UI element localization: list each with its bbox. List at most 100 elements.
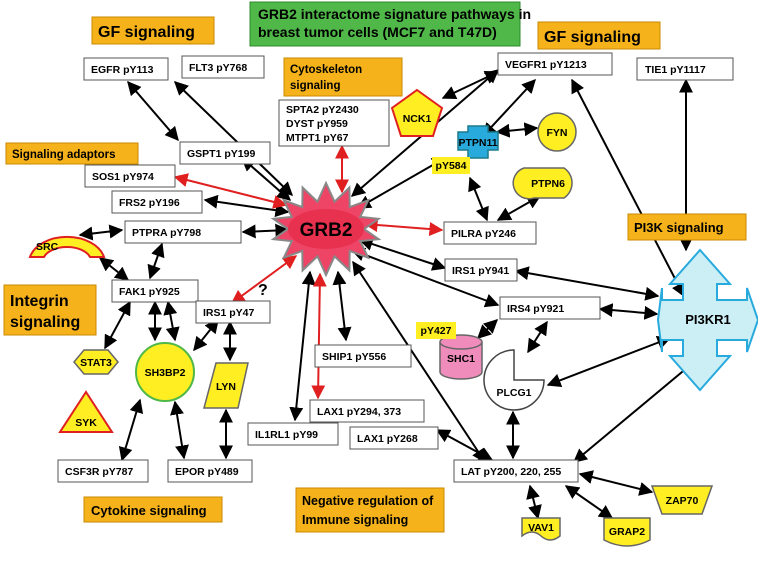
svg-text:SHC1: SHC1: [447, 353, 475, 365]
node-irs1-47: IRS1 pY47: [195, 300, 271, 324]
node-sos1: SOS1 pY974: [84, 164, 176, 188]
node-ptpn11: PTPN11 pY584: [432, 125, 499, 174]
node-sh3bp2: SH3BP2: [135, 342, 195, 402]
svg-text:GF signaling: GF signaling: [544, 29, 641, 46]
svg-text:VAV1: VAV1: [528, 522, 554, 534]
svg-text:VEGFR1 pY1213: VEGFR1 pY1213: [505, 59, 587, 71]
node-stat3: STAT3: [73, 349, 119, 375]
edge-lax1-grb2: [311, 272, 327, 400]
svg-text:LAX1 pY268: LAX1 pY268: [357, 433, 418, 445]
node-lax1-b: LAX1 pY268: [349, 426, 439, 450]
node-egfr: EGFR pY113: [83, 57, 169, 81]
node-grb2-hub: GRB2: [270, 180, 382, 278]
svg-text:EGFR pY113: EGFR pY113: [91, 64, 154, 76]
edge-sos1-grb2: [173, 173, 288, 209]
svg-text:SYK: SYK: [75, 417, 97, 429]
edge-ptpn11-pilra: [468, 176, 489, 222]
svg-text:Immune signaling: Immune signaling: [302, 513, 408, 527]
node-irs4: IRS4 pY921: [499, 296, 601, 320]
svg-text:PILRA pY246: PILRA pY246: [451, 228, 516, 240]
edge-lat-vav1: [526, 484, 542, 520]
svg-text:PI3KR1: PI3KR1: [685, 312, 731, 327]
node-cytoskeleton-proteins: SPTA2 pY2430 DYST pY959 MTPT1 pY67: [278, 99, 390, 147]
edge-irs4-plcg1: [527, 320, 548, 354]
node-il1rl1: IL1RL1 pY99: [247, 422, 339, 446]
node-grap2: GRAP2: [603, 517, 651, 547]
edge-fak1-sh3bp2b: [163, 300, 180, 342]
svg-text:FAK1 pY925: FAK1 pY925: [119, 286, 180, 298]
edge-src-ptpra: [78, 224, 124, 241]
node-src: SRC: [28, 235, 106, 258]
svg-text:FLT3 pY768: FLT3 pY768: [189, 62, 247, 74]
svg-text:STAT3: STAT3: [80, 357, 112, 369]
svg-text:pY427: pY427: [421, 325, 452, 337]
category-gf-left: GF signaling: [91, 16, 215, 45]
edge-src-fak1: [98, 257, 130, 281]
category-pi3k: PI3K signaling: [627, 213, 747, 241]
svg-text:signaling: signaling: [10, 314, 80, 331]
edge-irs4-shc1: [476, 319, 499, 339]
svg-text:SH3BP2: SH3BP2: [145, 367, 186, 379]
svg-text:Signaling adaptors: Signaling adaptors: [12, 149, 116, 161]
edge-ship1-grb2: [332, 270, 352, 342]
svg-text:IRS1 pY47: IRS1 pY47: [203, 307, 255, 319]
edge-ptpn11-grb2: [356, 157, 447, 209]
svg-text:Negative regulation of: Negative regulation of: [302, 494, 434, 508]
node-lat: LAT pY200, 220, 255: [453, 459, 579, 483]
svg-text:PTPN6: PTPN6: [531, 178, 565, 190]
node-ship1: SHIP1 pY556: [314, 344, 412, 368]
edge-lax1-lat: [435, 429, 494, 461]
edge-ptpn11-fyn: [495, 122, 539, 138]
edge-irs1-47-grb2: [230, 255, 298, 304]
node-fak1: FAK1 pY925: [111, 279, 199, 303]
edge-sh3bp2-epor: [170, 400, 189, 460]
node-nck1: NCK1: [390, 88, 444, 137]
edges: [78, 69, 708, 520]
title-line-2: breast tumor cells (MCF7 and T47D): [258, 24, 497, 40]
category-cytokine: Cytokine signaling: [83, 496, 223, 523]
category-cytoskeleton: Cytoskeleton signaling: [283, 57, 403, 97]
edge-fak1-stat3: [104, 300, 131, 350]
diagram-title: GRB2 interactome signature pathways in b…: [249, 1, 531, 47]
node-vegfr1: VEGFR1 pY1213: [497, 52, 613, 76]
svg-text:ZAP70: ZAP70: [666, 495, 699, 507]
edge-ptpn6-pilra: [496, 195, 542, 221]
edge-vegfr1-ptpn11: [482, 78, 536, 138]
svg-text:pY584: pY584: [436, 160, 467, 172]
edge-lat-grap2: [564, 485, 614, 519]
title-line-1: GRB2 interactome signature pathways in: [258, 6, 531, 22]
svg-text:SHIP1 pY556: SHIP1 pY556: [322, 351, 386, 363]
edge-ptpra-grb2: [241, 223, 290, 239]
edge-vegfr1-pi3kr1: [571, 78, 685, 298]
svg-text:LYN: LYN: [216, 381, 236, 393]
svg-text:SOS1 pY974: SOS1 pY974: [92, 171, 154, 183]
edge-pilra-grb2: [363, 218, 444, 236]
node-shc1: SHC1 pY427: [416, 322, 483, 380]
node-flt3: FLT3 pY768: [181, 55, 265, 79]
svg-text:LAT pY200, 220, 255: LAT pY200, 220, 255: [461, 466, 561, 478]
node-tie1: TIE1 pY1117: [636, 57, 734, 81]
category-adaptors: Signaling adaptors: [5, 142, 139, 165]
edge-egfr-grb2: [127, 80, 179, 142]
edge-lat-grb2: [352, 260, 486, 464]
edge-irs1-941-grb2: [358, 237, 447, 271]
svg-text:IRS4 pY921: IRS4 pY921: [507, 303, 564, 315]
svg-text:GRB2: GRB2: [300, 220, 353, 241]
svg-text:PTPN11: PTPN11: [458, 137, 497, 149]
svg-text:signaling: signaling: [290, 80, 340, 92]
node-pilra: PILRA pY246: [443, 221, 537, 245]
svg-text:SRC: SRC: [36, 241, 59, 253]
category-integrin: Integrin signaling: [3, 284, 97, 336]
svg-text:TIE1 pY1117: TIE1 pY1117: [645, 64, 706, 76]
svg-text:PI3K signaling: PI3K signaling: [634, 220, 724, 235]
node-vav1: VAV1: [521, 517, 561, 541]
edge-sh3bp2-csf3r: [118, 398, 144, 462]
edge-irs1-941-pi3kr1: [514, 266, 660, 301]
edge-flt3-grb2: [173, 81, 294, 196]
svg-text:PTPRA pY798: PTPRA pY798: [132, 227, 201, 239]
svg-text:IRS1 pY941: IRS1 pY941: [452, 265, 509, 277]
node-frs2: FRS2 pY196: [111, 190, 203, 214]
edge-irs1-47-sh3bp2: [193, 318, 219, 352]
node-pi3kr1: PI3KR1: [656, 248, 758, 392]
